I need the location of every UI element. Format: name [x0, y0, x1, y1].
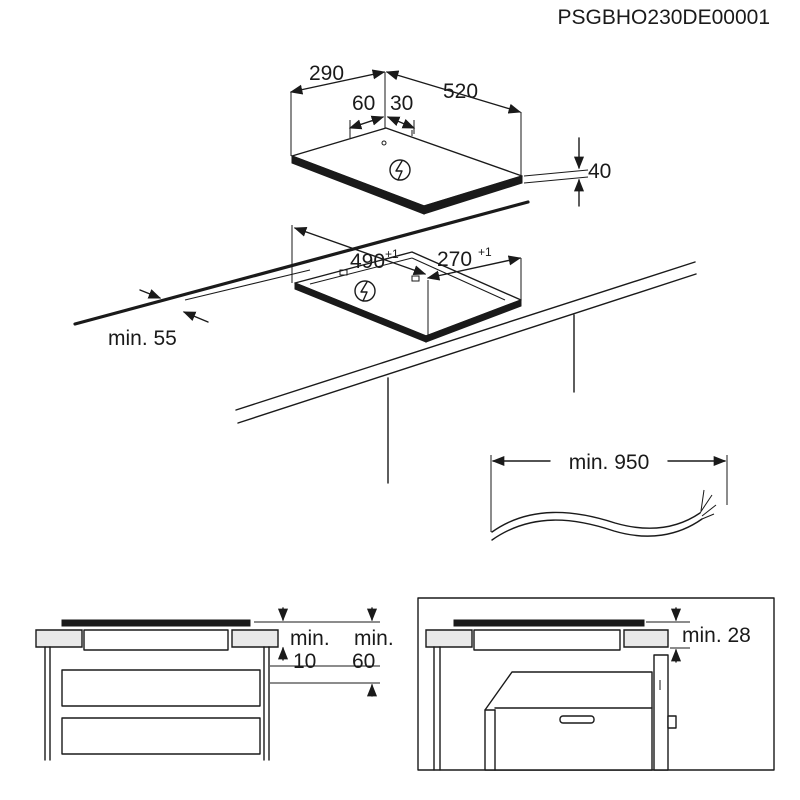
dim-cable-length-label: min. 950 [569, 451, 650, 474]
power-cable: min. 950 [490, 451, 728, 541]
left-min-label-1: min. [290, 627, 330, 650]
section-view-right: min. 28 [417, 597, 775, 771]
dim-worktop-edge: min. 55 [108, 269, 311, 350]
worktop-cutout [291, 225, 522, 343]
dim-hob-depth: 290 [289, 62, 386, 95]
right-min-label: min. 28 [682, 624, 751, 647]
dim-offset-b-label: 30 [390, 92, 413, 115]
section-view-left: min. 10 min. 60 [35, 607, 394, 761]
dim-cutout-depth-label: 270 [437, 248, 472, 271]
dim-hob-width-label: 520 [443, 80, 478, 103]
dim-offset-a-label: 60 [352, 92, 375, 115]
dim-worktop-edge-label: min. 55 [108, 327, 177, 350]
dim-cutout-depth-tol: +1 [478, 245, 492, 259]
dim-hob-height-label: 40 [588, 160, 611, 183]
electric-hazard-icon [354, 280, 376, 302]
dim-hob-width: 520 [385, 70, 522, 114]
dim-cutout-width: 490 +1 [293, 227, 427, 275]
dim-cutout-width-tol: +1 [385, 247, 399, 261]
dim-hob-depth-label: 290 [309, 62, 344, 85]
electric-hazard-icon [389, 159, 411, 181]
document-code: PSGBHO230DE00001 [558, 6, 770, 29]
dim-hob-height: 40 [523, 137, 611, 207]
left-min-label-2: min. [354, 627, 394, 650]
hob-edge-side [423, 175, 523, 215]
dim-cutout-depth: 270 +1 [426, 245, 522, 281]
left-value-1: 10 [293, 650, 316, 673]
dim-cutout-width-label: 490 [350, 250, 385, 273]
dim-hob-offsets: 60 30 [348, 92, 416, 134]
hob-top-view [290, 72, 523, 215]
left-value-2: 60 [352, 650, 375, 673]
